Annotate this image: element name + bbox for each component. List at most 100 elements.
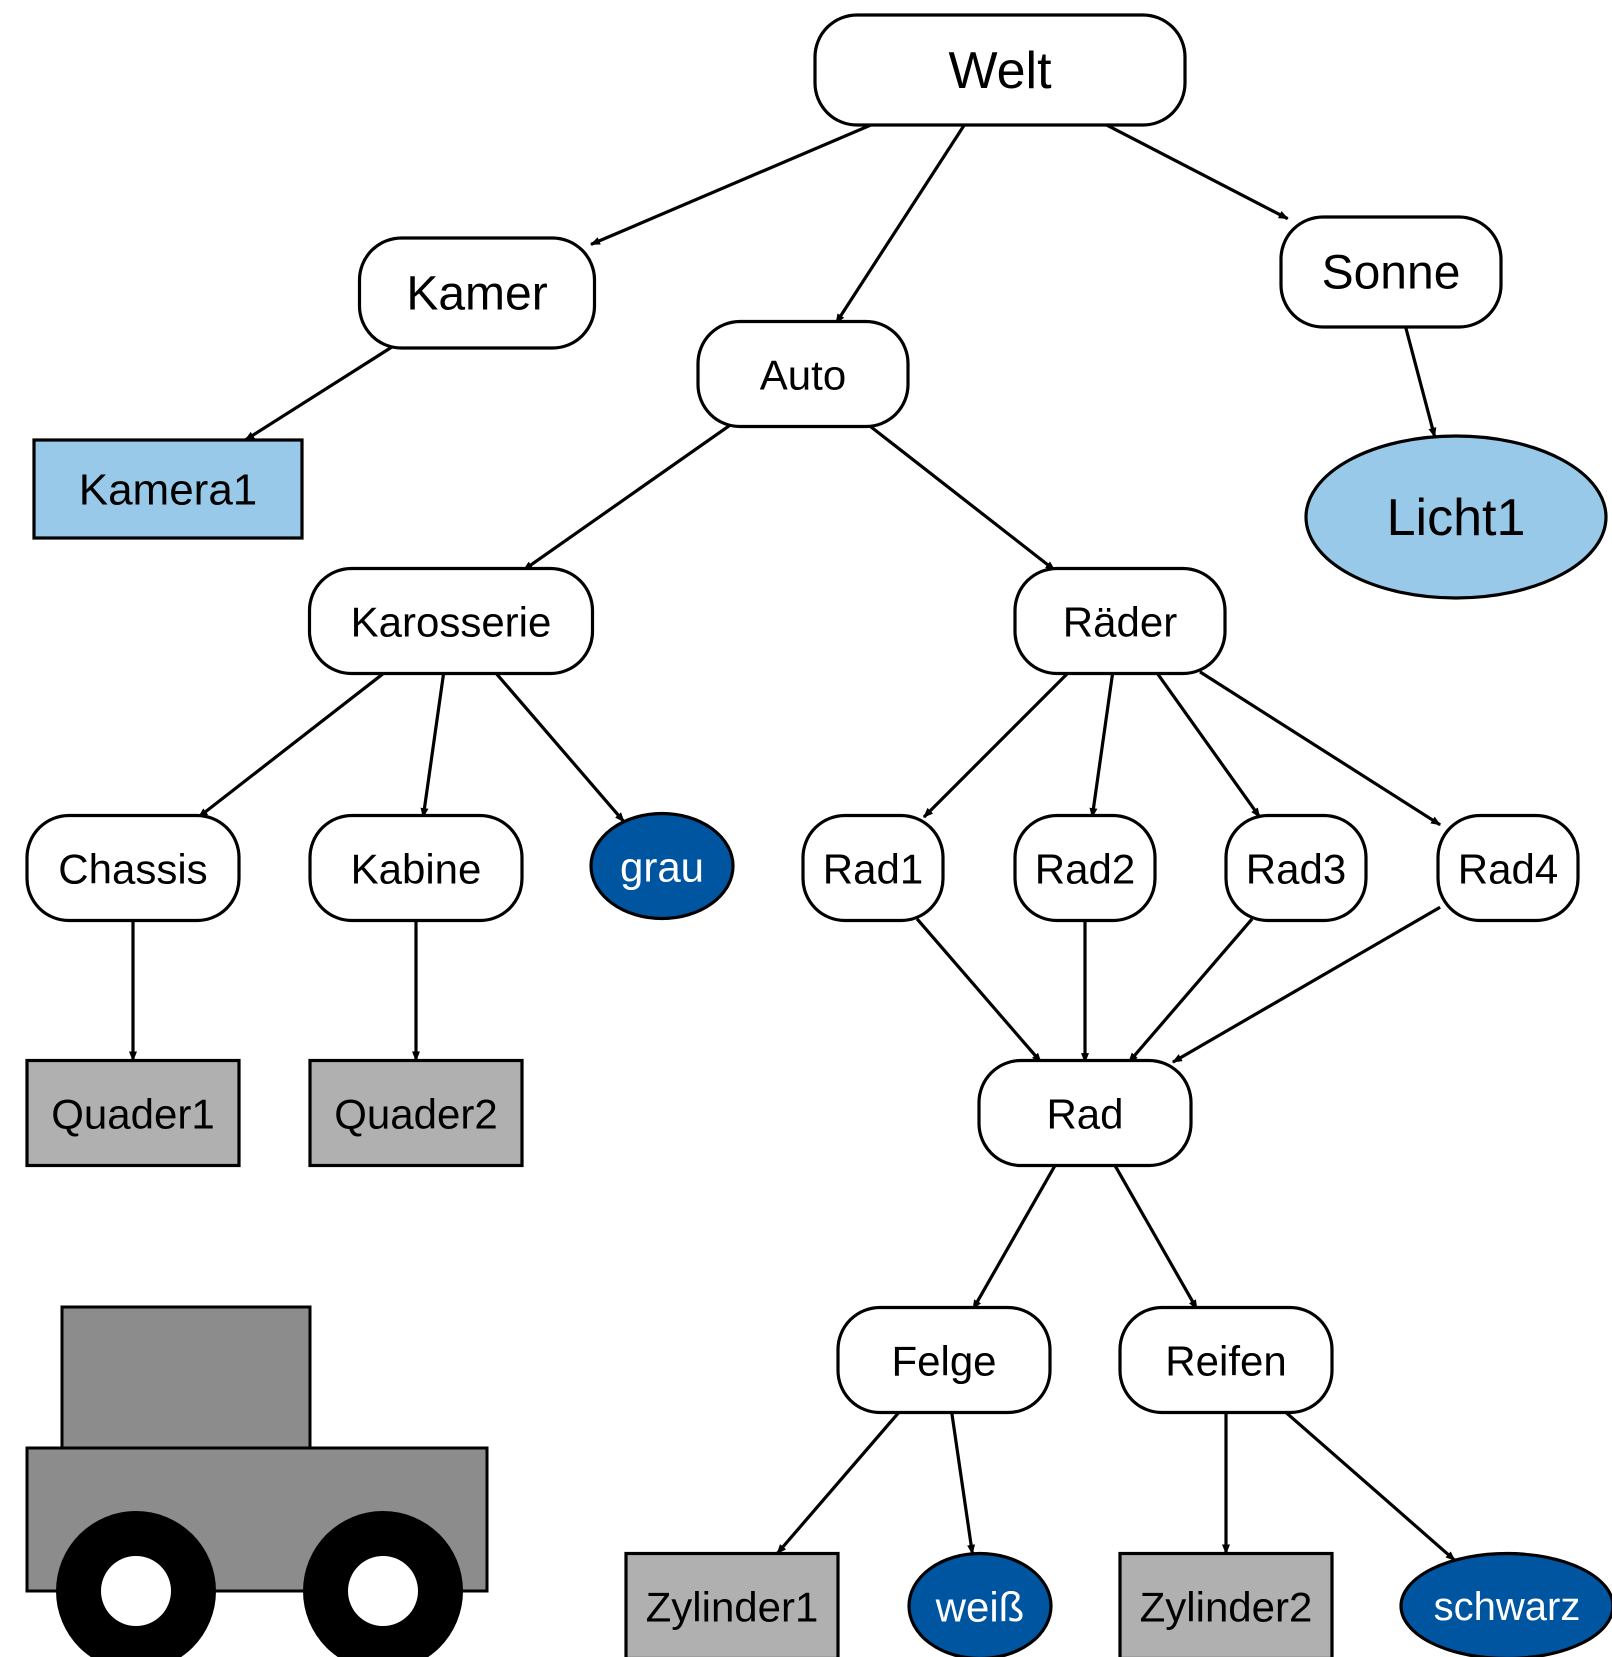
node-karosserie: Karosserie <box>307 566 595 676</box>
welt-label: Welt <box>948 42 1052 100</box>
edge-auto-to-karosserie <box>522 423 732 572</box>
node-licht1: Licht1 <box>1304 434 1608 600</box>
node-rad: Rad <box>977 1058 1193 1168</box>
sonne-label: Sonne <box>1322 247 1461 300</box>
node-grau: grau <box>589 811 735 921</box>
reifen-rounded-shape <box>1118 1305 1334 1415</box>
edge-raeder-to-rad2 <box>1089 671 1115 819</box>
grau-label: grau <box>620 844 704 891</box>
edge-rad1-to-rad <box>915 917 1043 1064</box>
node-felge: Felge <box>836 1305 1052 1415</box>
node-quader2: Quader2 <box>308 1058 524 1168</box>
schwarz-label: schwarz <box>1434 1585 1581 1629</box>
weiss-label: weiß <box>935 1584 1025 1631</box>
weiss-ellipse-shape <box>907 1551 1053 1657</box>
edge-karosserie-to-kabine <box>420 671 446 819</box>
zylinder2-rectangle-shape <box>1118 1551 1334 1657</box>
car-cabin <box>60 1305 312 1450</box>
rad4-rounded-shape <box>1436 813 1580 923</box>
edge-felge-to-zylinder1 <box>775 1409 902 1555</box>
edge-karosserie-to-chassis <box>197 670 387 819</box>
grau-ellipse-shape <box>589 811 735 921</box>
schwarz-ellipse-shape <box>1399 1551 1612 1657</box>
node-auto: Auto <box>696 319 910 429</box>
node-raeder: Räder <box>1013 566 1227 676</box>
karosserie-rounded-shape <box>307 566 595 676</box>
quader2-rectangle-shape <box>308 1058 524 1168</box>
rad2-label: Rad2 <box>1035 846 1135 893</box>
kamera1-label: Kamera1 <box>79 466 258 515</box>
edge-rad4-to-rad <box>1172 905 1441 1064</box>
node-rad4: Rad4 <box>1436 813 1580 923</box>
node-chassis: Chassis <box>25 813 241 923</box>
rad1-rounded-shape <box>801 813 945 923</box>
node-kamera1: Kamera1 <box>32 438 304 540</box>
edge-welt-to-kamer <box>590 121 876 246</box>
edges-layer <box>129 121 1456 1562</box>
rad4-label: Rad4 <box>1458 846 1558 893</box>
rad3-rounded-shape <box>1224 813 1368 923</box>
rad3-label: Rad3 <box>1246 846 1346 893</box>
licht1-ellipse-shape <box>1304 434 1608 600</box>
node-reifen: Reifen <box>1118 1305 1334 1415</box>
edge-sonne-to-licht1 <box>1403 324 1437 438</box>
licht1-label: Licht1 <box>1387 489 1526 547</box>
node-schwarz: schwarz <box>1399 1551 1612 1657</box>
zylinder1-label: Zylinder1 <box>646 1584 819 1631</box>
edge-karosserie-to-grau <box>493 670 626 823</box>
node-welt: Welt <box>813 13 1187 127</box>
zylinder1-rectangle-shape <box>624 1551 840 1657</box>
kamer-rounded-shape <box>357 236 597 350</box>
edge-raeder-to-rad3 <box>1154 670 1262 819</box>
node-rad2: Rad2 <box>1013 813 1157 923</box>
kabine-label: Kabine <box>351 846 482 893</box>
edge-rad3-to-rad <box>1127 917 1254 1064</box>
edge-welt-to-auto <box>834 122 967 324</box>
rad-rounded-shape <box>977 1058 1193 1168</box>
chassis-rounded-shape <box>25 813 241 923</box>
rad2-rounded-shape <box>1013 813 1157 923</box>
node-rad3: Rad3 <box>1224 813 1368 923</box>
kamera1-rectangle-shape <box>32 438 304 540</box>
edge-rad-to-felge <box>971 1163 1058 1310</box>
edge-raeder-to-rad1 <box>922 670 1071 819</box>
quader2-label: Quader2 <box>334 1091 497 1138</box>
sonne-rounded-shape <box>1279 215 1503 329</box>
node-zylinder1: Zylinder1 <box>624 1551 840 1657</box>
node-kamer: Kamer <box>357 236 597 350</box>
edge-felge-to-weiss <box>949 1410 976 1555</box>
raeder-label: Räder <box>1063 599 1177 646</box>
quader1-label: Quader1 <box>51 1091 214 1138</box>
welt-rounded-shape <box>813 13 1187 127</box>
front-wheel <box>56 1511 216 1657</box>
rad1-label: Rad1 <box>823 846 923 893</box>
auto-rounded-shape <box>696 319 910 429</box>
node-rad1: Rad1 <box>801 813 945 923</box>
edge-reifen-to-schwarz <box>1283 1409 1456 1562</box>
quader1-rectangle-shape <box>25 1058 241 1168</box>
node-sonne: Sonne <box>1279 215 1503 329</box>
zylinder2-label: Zylinder2 <box>1140 1584 1313 1631</box>
edge-welt-to-sonne <box>1102 121 1289 221</box>
edge-auto-to-raeder <box>867 423 1056 572</box>
raeder-rounded-shape <box>1013 566 1227 676</box>
edge-rad-to-reifen <box>1112 1163 1199 1310</box>
rear-wheel <box>303 1511 463 1657</box>
felge-label: Felge <box>891 1338 996 1385</box>
node-weiss: weiß <box>907 1551 1053 1657</box>
kabine-rounded-shape <box>308 813 524 923</box>
kamer-label: Kamer <box>406 268 547 321</box>
edge-kamer-to-kamera1 <box>244 345 394 442</box>
rad-label: Rad <box>1046 1091 1123 1138</box>
node-quader1: Quader1 <box>25 1058 241 1168</box>
node-zylinder2: Zylinder2 <box>1118 1551 1334 1657</box>
car-illustration <box>25 1305 489 1657</box>
felge-rounded-shape <box>836 1305 1052 1415</box>
edge-raeder-to-rad4 <box>1199 670 1441 827</box>
karosserie-label: Karosserie <box>351 599 552 646</box>
node-kabine: Kabine <box>308 813 524 923</box>
chassis-label: Chassis <box>58 846 207 893</box>
auto-label: Auto <box>760 352 846 399</box>
